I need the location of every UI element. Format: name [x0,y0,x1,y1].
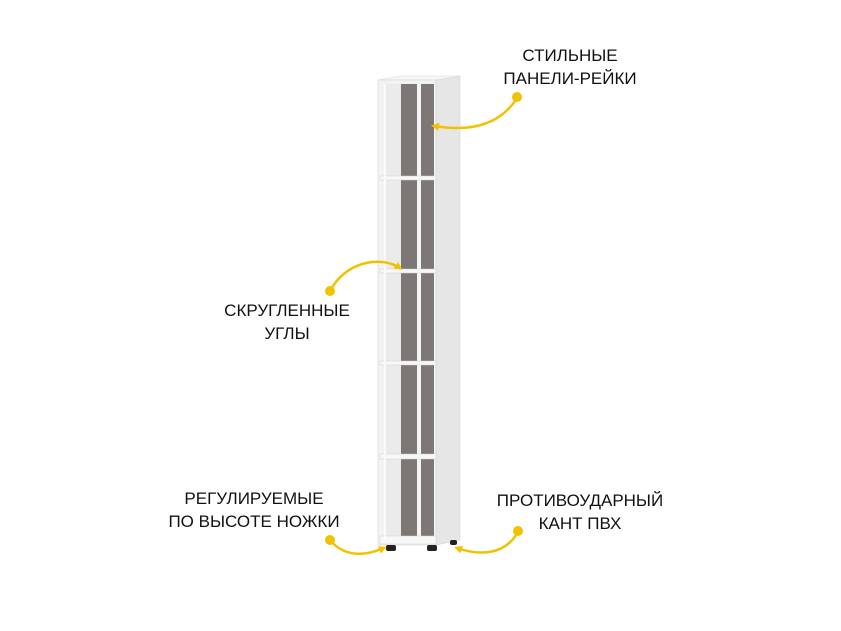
dot-edge [513,526,523,536]
callout-corners: СКРУГЛЕННЫЕ УГЛЫ [224,299,350,345]
legs [386,540,457,551]
callout-corners-line1: СКРУГЛЕННЫЕ [224,301,350,320]
callout-edge: ПРОТИВОУДАРНЫЙ КАНТ ПВХ [497,489,663,535]
callout-legs-line1: РЕГУЛИРУЕМЫЕ [184,489,324,508]
arrow-corners [328,260,403,292]
callout-legs: РЕГУЛИРУЕМЫЕ ПО ВЫСОТЕ НОЖКИ [168,487,339,533]
bookcase [377,75,461,551]
callout-arrows [328,97,520,556]
dot-panels [512,92,522,102]
arrow-edge [454,531,520,554]
callout-panels-line2: ПАНЕЛИ-РЕЙКИ [503,69,637,88]
dot-legs [325,535,335,545]
callout-panels-line1: СТИЛЬНЫЕ [522,46,618,65]
arrow-legs [329,539,387,556]
callout-corners-line2: УГЛЫ [264,324,310,343]
dot-corners [325,286,335,296]
arrow-panels [431,97,519,131]
decor-panels [401,84,434,538]
callout-edge-line1: ПРОТИВОУДАРНЫЙ [496,491,664,510]
callout-edge-line2: КАНТ ПВХ [538,514,622,533]
callout-panels: СТИЛЬНЫЕ ПАНЕЛИ-РЕЙКИ [503,44,636,90]
shelves [379,175,437,545]
callout-legs-line2: ПО ВЫСОТЕ НОЖКИ [168,512,340,531]
